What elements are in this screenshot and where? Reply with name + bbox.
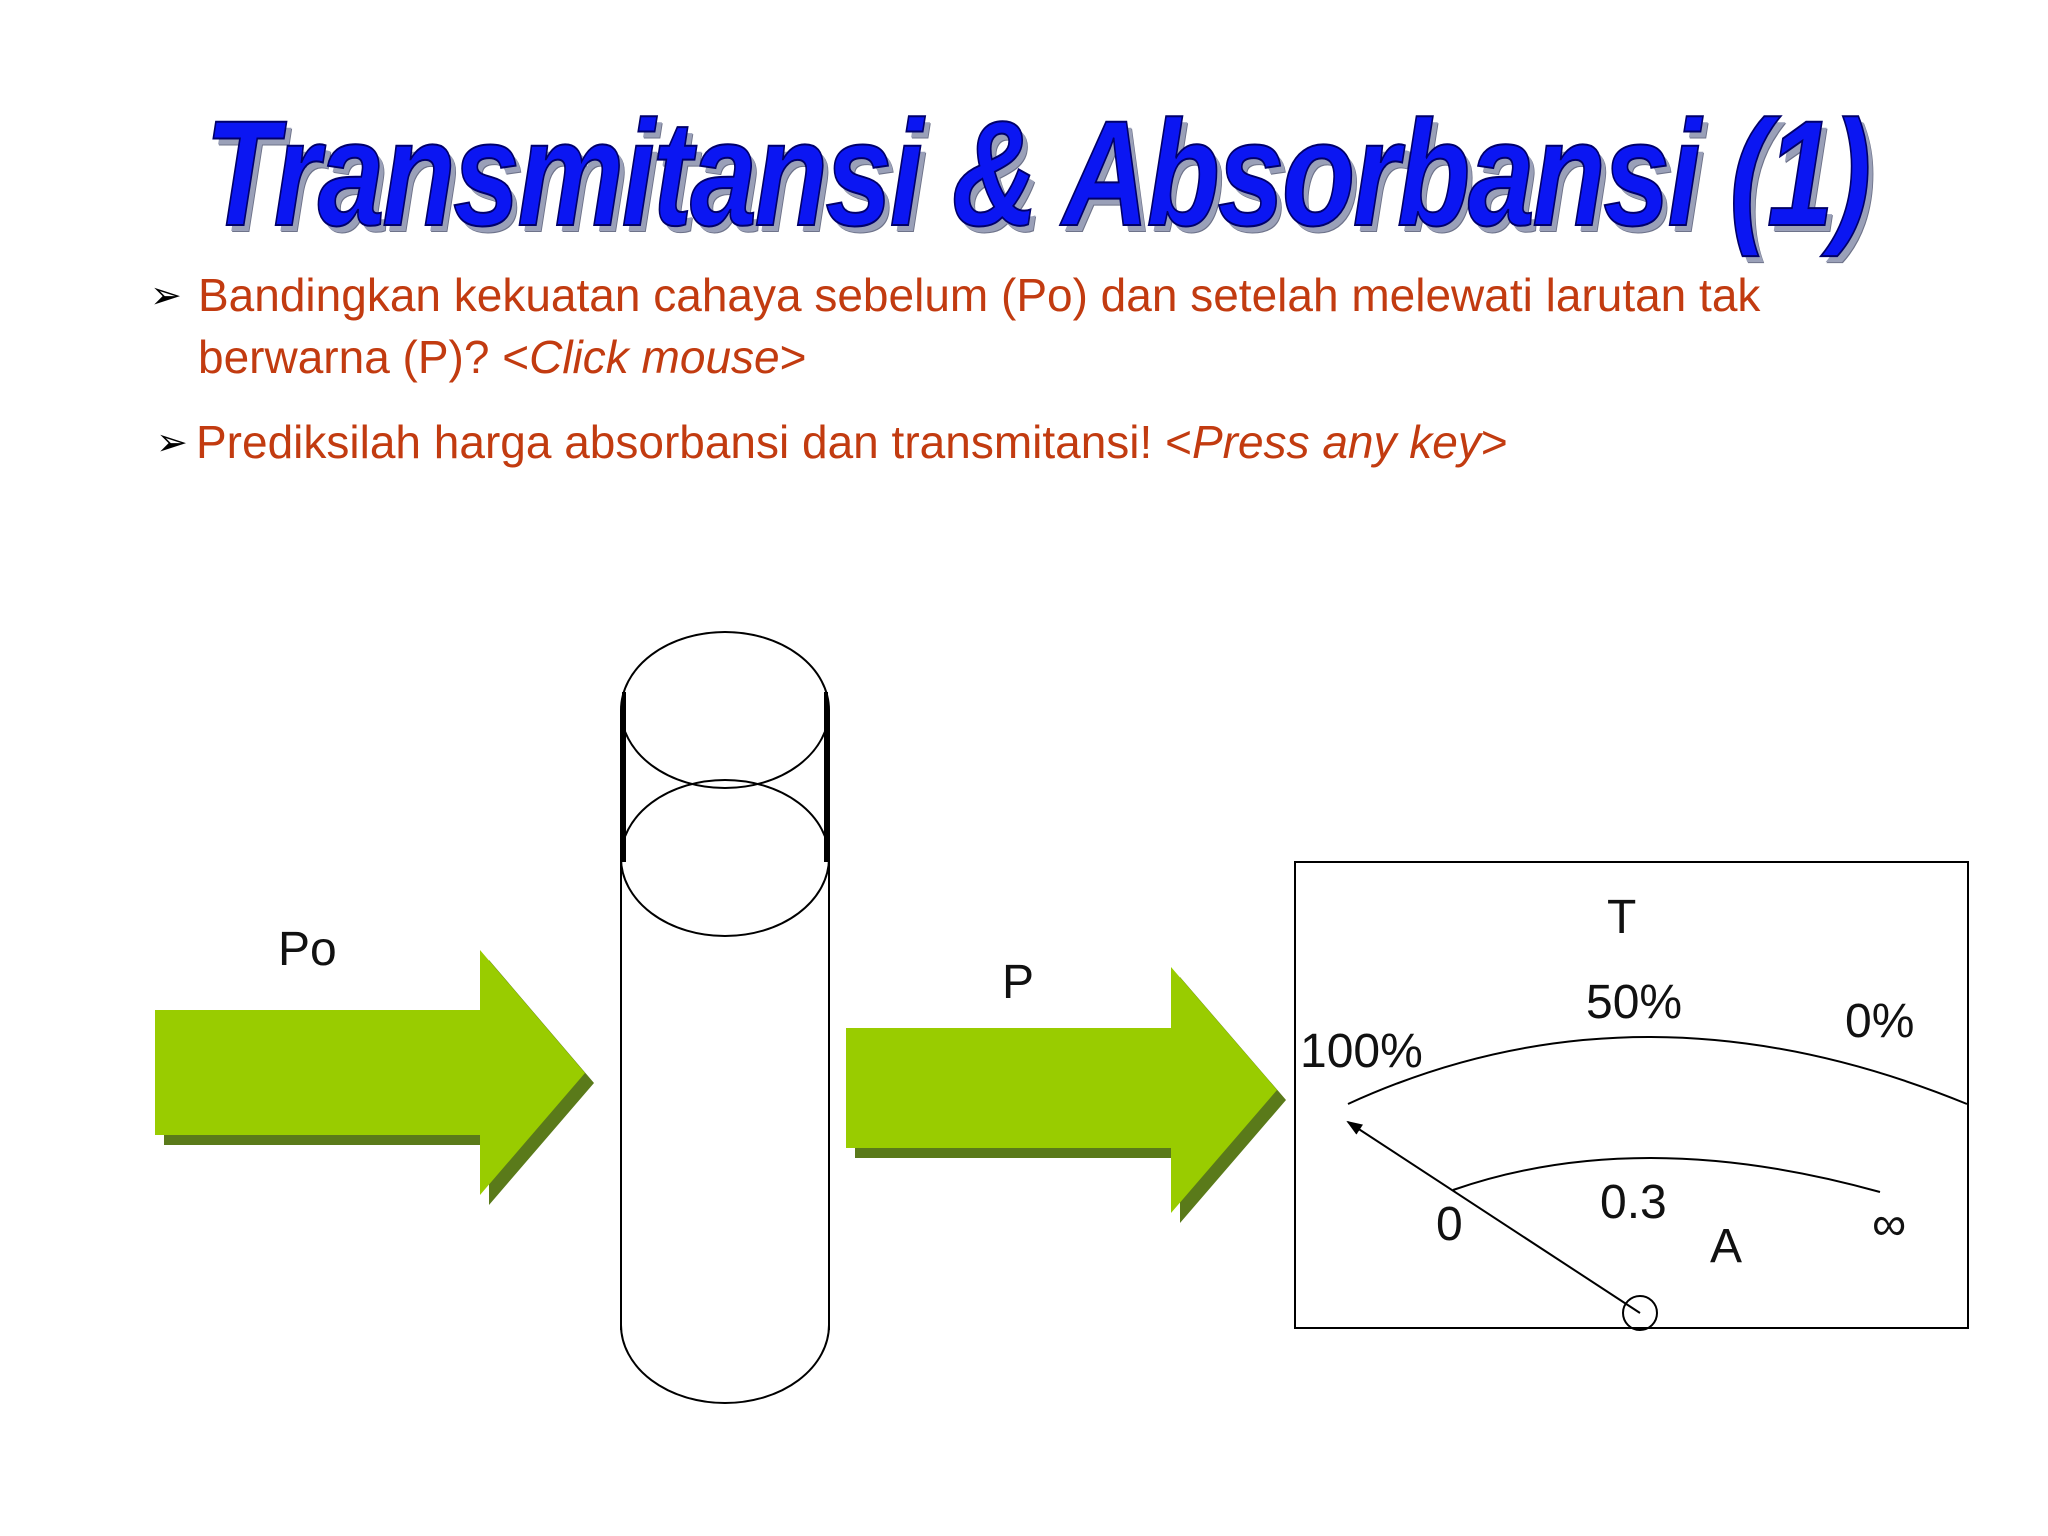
bullet-suffix: > — [779, 331, 807, 383]
bullet-compare-light: ➢ Bandingkan kekuatan cahaya sebelum (Po… — [150, 264, 1948, 388]
transmitted-light-label: P — [1002, 956, 1034, 1009]
bullet-text: Bandingkan kekuatan cahaya sebelum (Po) … — [198, 269, 1761, 383]
transmittance-tick-100: 100% — [1300, 1025, 1423, 1078]
sample-cuvette — [620, 631, 830, 1404]
needle-pivot — [1622, 1295, 1658, 1331]
bullet-predict-values: ➢ Prediksilah harga absorbansi dan trans… — [156, 411, 1946, 473]
page-title: Transmitansi & Absorbansi (1) — [204, 88, 1872, 258]
bullet-hint: Click mouse — [529, 331, 780, 383]
meter-needle — [1346, 1120, 1641, 1314]
transmittance-tick-0: 0% — [1845, 995, 1914, 1048]
transmittance-scale-arc — [1347, 1036, 1968, 1105]
incident-light-arrow — [155, 950, 594, 1205]
absorbance-tick-infinity: ∞ — [1872, 1198, 1906, 1251]
absorbance-tick-0: 0 — [1436, 1198, 1463, 1251]
absorbance-axis-label: A — [1710, 1220, 1742, 1273]
incident-light-label: Po — [278, 923, 337, 976]
detector-meter — [1294, 861, 1969, 1331]
bullet-arrow-icon: ➢ — [150, 273, 182, 317]
transmitted-light-arrow — [846, 967, 1286, 1223]
bullet-arrow-icon: ➢ — [156, 420, 188, 464]
transmittance-axis-label: T — [1607, 891, 1636, 944]
bullet-text: Prediksilah harga absorbansi dan transmi… — [196, 416, 1192, 468]
bullet-hint: Press any key — [1191, 416, 1481, 468]
absorbance-scale-arc — [1452, 1157, 1881, 1193]
transmittance-tick-50: 50% — [1586, 976, 1682, 1029]
absorbance-tick-0-3: 0.3 — [1600, 1176, 1667, 1229]
bullet-suffix: > — [1480, 416, 1508, 468]
